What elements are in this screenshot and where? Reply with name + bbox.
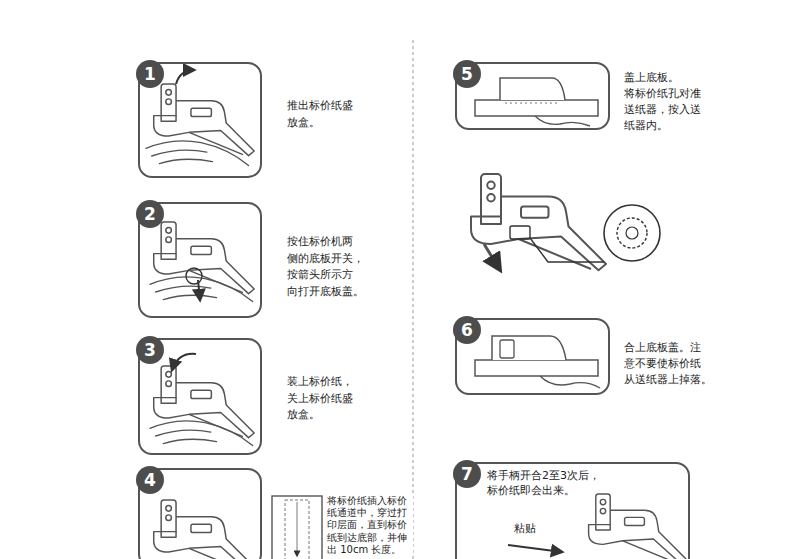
feeder-hub: [626, 227, 638, 239]
labeler-drawing: [471, 174, 606, 270]
paper-arrow: [297, 502, 298, 556]
switch-mark: [186, 268, 202, 284]
step-number: 2: [136, 200, 164, 228]
labeler-drawing: [589, 494, 686, 559]
labeler-drawing: [154, 222, 254, 294]
hand-drawing: [535, 116, 590, 126]
instruction-text: 将手柄开合2至3次后， 标价纸即会出来。: [487, 468, 593, 499]
feeder-gear: [617, 218, 647, 248]
step-panel: 3装上标价纸， 关上标价纸盛 放盒。: [138, 338, 262, 455]
motion-arrow: [484, 244, 500, 270]
instruction-text: 合上底板盖。注 意不要使标价纸 从送纸器上掉落。: [624, 340, 716, 388]
paper-holes: [505, 103, 560, 104]
motion-arrow: [508, 545, 562, 552]
hand-drawing: [540, 376, 600, 388]
labeler-drawing: [154, 366, 254, 438]
detail-circle: [604, 205, 660, 261]
hand-drawing: [150, 421, 253, 446]
motion-arrow: [172, 354, 196, 370]
step-number: 1: [136, 60, 164, 88]
roll-holder: [500, 340, 514, 358]
instruction-text: 盖上底板。 将标价纸孔对准 送纸器，按入送 纸器内。: [624, 70, 708, 134]
step-panel: 6合上底板盖。注 意不要使标价纸 从送纸器上掉落。: [455, 318, 610, 395]
divider-line: [413, 40, 414, 559]
labeler-drawing: [154, 500, 254, 559]
step-number: 7: [453, 460, 481, 488]
motion-arrow: [198, 280, 200, 300]
base-plate: [475, 360, 598, 376]
step-number: 3: [136, 336, 164, 364]
step-panel: 4将标价纸插入标价 纸通道中，穿过打 印层面，直到标价 纸到达底部，并伸 出 1…: [138, 468, 262, 559]
step-panel: 7将手柄开合2至3次后， 标价纸即会出来。: [455, 462, 690, 559]
labeler-drawing: [492, 336, 566, 360]
leader-line: [530, 238, 604, 262]
feeder-mark: [510, 226, 530, 239]
action-label: 粘贴: [512, 522, 538, 536]
step-panel: 2按住标价机两 侧的底板开关， 按箭头所示方 向打开底板盖。: [138, 202, 262, 318]
detail-inset: [272, 496, 322, 559]
instruction-text: 将标价纸插入标价 纸通道中，穿过打 印层面，直到标价 纸到达底部，并伸 出 10…: [327, 495, 413, 556]
instruction-text: 装上标价纸， 关上标价纸盛 放盒。: [287, 374, 363, 424]
step-number: 6: [453, 316, 481, 344]
motion-arrow: [176, 70, 194, 84]
step-panel: 1推出标价纸盛 放盒。: [138, 62, 262, 178]
labeler-drawing: [500, 78, 565, 100]
instruction-text: 推出标价纸盛 放盒。: [287, 98, 364, 131]
labeler-drawing: [154, 84, 254, 156]
step-number: 5: [453, 60, 481, 88]
base-plate: [475, 100, 598, 116]
step-number: 4: [136, 466, 164, 494]
paper-channel: [285, 500, 309, 559]
instruction-text: 按住标价机两 侧的底板开关， 按箭头所示方 向打开底板盖。: [287, 234, 371, 300]
hand-drawing: [146, 141, 249, 166]
step-panel: 5盖上底板。 将标价纸孔对准 送纸器，按入送 纸器内。: [455, 62, 610, 130]
